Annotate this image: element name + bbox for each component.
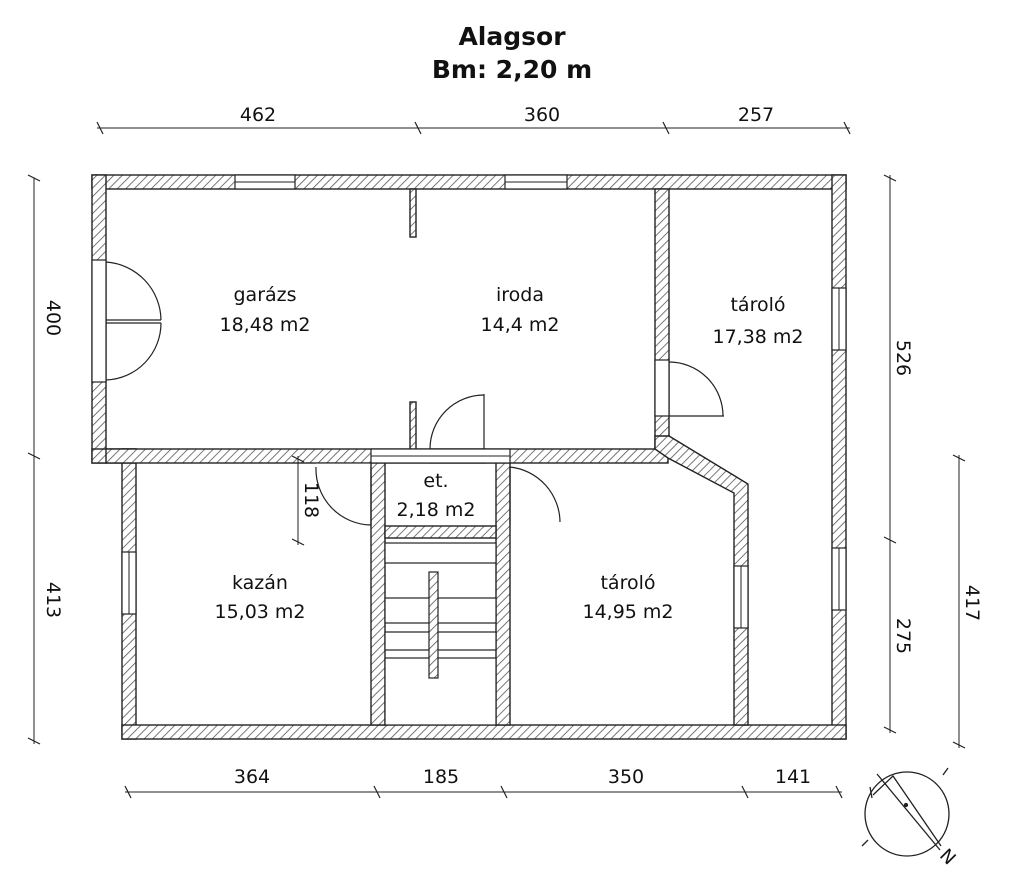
room-name-iroda: iroda <box>496 284 544 306</box>
room-area-kazan: 15,03 m2 <box>214 601 305 623</box>
dimension-lines <box>27 121 966 799</box>
wall-top <box>91 174 847 190</box>
room-area-iroda: 14,4 m2 <box>481 314 560 336</box>
dim-bottom-1: 364 <box>234 766 270 788</box>
dim-top-3: 257 <box>738 104 774 126</box>
room-name-tarolo-bottom: tároló <box>600 572 655 594</box>
room-area-tarolo-bottom: 14,95 m2 <box>582 601 673 623</box>
iroda-door-swing <box>429 394 485 450</box>
door-opening-tarolo <box>654 359 670 417</box>
wall-stair-right <box>495 462 511 726</box>
tarolo-bottom-door-swing <box>509 466 561 524</box>
room-name-kazan: kazán <box>232 572 288 594</box>
dim-bottom-4: 141 <box>775 766 811 788</box>
dim-right-1: 526 <box>892 340 914 376</box>
tarolo-door-swing <box>668 361 724 417</box>
wall-right <box>831 174 847 740</box>
dim-right-2: 275 <box>892 618 914 654</box>
dim-inner: 118 <box>300 482 322 518</box>
dim-left-1: 400 <box>42 300 64 336</box>
room-area-tarolo-top: 17,38 m2 <box>712 326 803 348</box>
dim-far-right: 417 <box>961 585 983 621</box>
room-area-et: 2,18 m2 <box>397 499 476 521</box>
walls <box>91 174 847 740</box>
dim-left-2: 413 <box>42 582 64 618</box>
plan-title: Alagsor <box>458 22 566 51</box>
room-area-garazs: 18,48 m2 <box>219 314 310 336</box>
kazan-door-swing <box>315 466 372 526</box>
staircase <box>384 542 497 726</box>
window-glazing <box>128 181 840 628</box>
garage-door-swing <box>105 261 162 381</box>
wall-stair-left <box>370 462 386 726</box>
dim-top-2: 360 <box>524 104 560 126</box>
wall-partition-stub-top <box>409 188 417 238</box>
dim-top-1: 462 <box>240 104 276 126</box>
room-name-et: et. <box>423 470 448 492</box>
room-name-garazs: garázs <box>233 284 296 306</box>
room-name-tarolo-top: tároló <box>730 294 785 316</box>
wall-landing-bottom <box>384 525 497 539</box>
wall-diagonal <box>654 435 749 726</box>
garage-door-opening <box>91 259 107 383</box>
wall-partition-stub-bottom <box>409 401 417 450</box>
dim-bottom-3: 350 <box>608 766 644 788</box>
wall-bottom <box>121 724 847 740</box>
compass-icon: N <box>861 767 960 869</box>
dim-bottom-2: 185 <box>423 766 459 788</box>
plan-subtitle: Bm: 2,20 m <box>431 55 593 84</box>
door-swings <box>105 261 724 526</box>
